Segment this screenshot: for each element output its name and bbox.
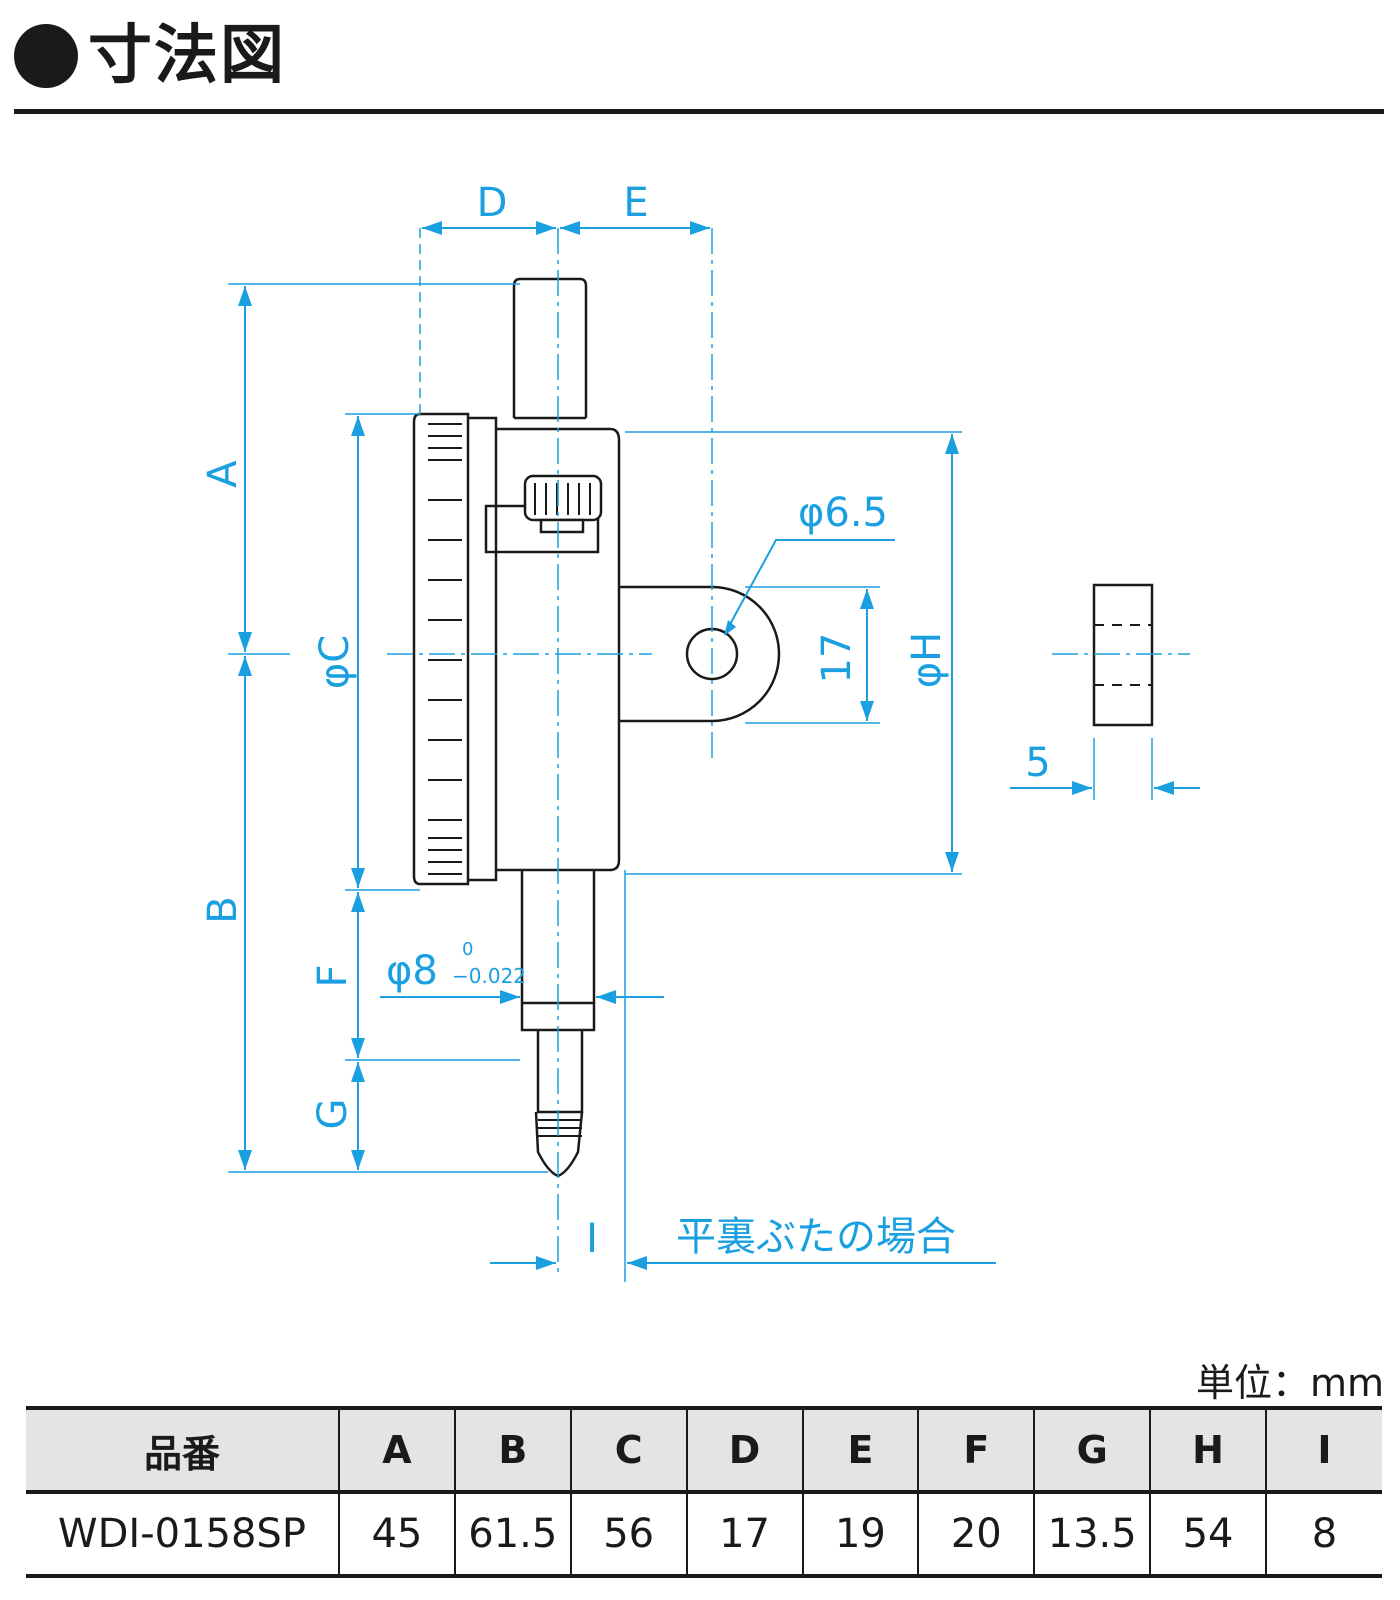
table-header: H (1149, 1406, 1266, 1494)
table-header: A (338, 1406, 455, 1494)
stem-tolerance-lower: −0.022 (452, 964, 526, 988)
table-row: WDI-0158SP 45 61.5 56 17 19 20 13.5 54 8 (26, 1492, 1382, 1578)
table-cell: 45 (338, 1492, 455, 1578)
bullet-dot-icon (14, 24, 78, 88)
table-header: G (1033, 1406, 1151, 1494)
title-underline (14, 109, 1384, 114)
dim-label-a: A (200, 460, 246, 488)
flat-back-note: 平裏ぶたの場合 (676, 1214, 956, 1260)
spec-table: 品番 A B C D E F G H I WDI-0158SP 45 61.5 … (26, 1406, 1382, 1578)
table-cell: 19 (801, 1492, 919, 1578)
stem-diameter-label: φ8 (386, 948, 438, 994)
dim-label-b: B (200, 896, 246, 923)
center-lines (387, 228, 1190, 1272)
section-title: 寸法図 (14, 16, 286, 96)
table-cell: 13.5 (1033, 1492, 1151, 1578)
table-header: E (801, 1406, 919, 1494)
dim-label-g: G (310, 1099, 356, 1130)
dial-gauge-outline (412, 277, 1154, 1178)
unit-label: 単位：mm (1195, 1361, 1384, 1405)
stem-tolerance-upper: 0 (462, 939, 473, 960)
bezel-knurl (428, 423, 462, 875)
lug-thickness-label: 5 (1025, 740, 1050, 786)
table-header-row: 品番 A B C D E F G H I (26, 1406, 1382, 1494)
table-cell: 8 (1265, 1492, 1382, 1578)
table-header: C (569, 1406, 687, 1494)
table-cell: 61.5 (453, 1492, 571, 1578)
table-header: I (1265, 1406, 1382, 1494)
table-cell: WDI-0158SP (26, 1492, 339, 1578)
dim-label-c: φC (312, 635, 358, 689)
table-cell: 20 (917, 1492, 1035, 1578)
dim-label-f: F (310, 964, 356, 987)
dim-label-d: D (477, 180, 508, 226)
dim-label-i: I (586, 1216, 598, 1262)
lug-height-label: 17 (814, 633, 860, 684)
dim-label-h: φH (904, 632, 950, 688)
table-header: F (917, 1406, 1035, 1494)
hole-diameter-label: φ6.5 (798, 490, 888, 536)
extension-lines (228, 228, 1153, 1282)
table-header: 品番 (26, 1406, 339, 1494)
page-title: 寸法図 (88, 19, 286, 93)
table-header: D (685, 1406, 803, 1494)
table-cell: 17 (685, 1492, 803, 1578)
table-header: B (453, 1406, 571, 1494)
dimension-drawing: D E A B φC F G φH I φ6.5 17 φ8 0 −0.022 … (200, 180, 1200, 1282)
dimension-lines (238, 221, 1200, 1270)
table-cell: 56 (569, 1492, 687, 1578)
dim-label-e: E (623, 180, 648, 226)
table-cell: 54 (1149, 1492, 1266, 1578)
